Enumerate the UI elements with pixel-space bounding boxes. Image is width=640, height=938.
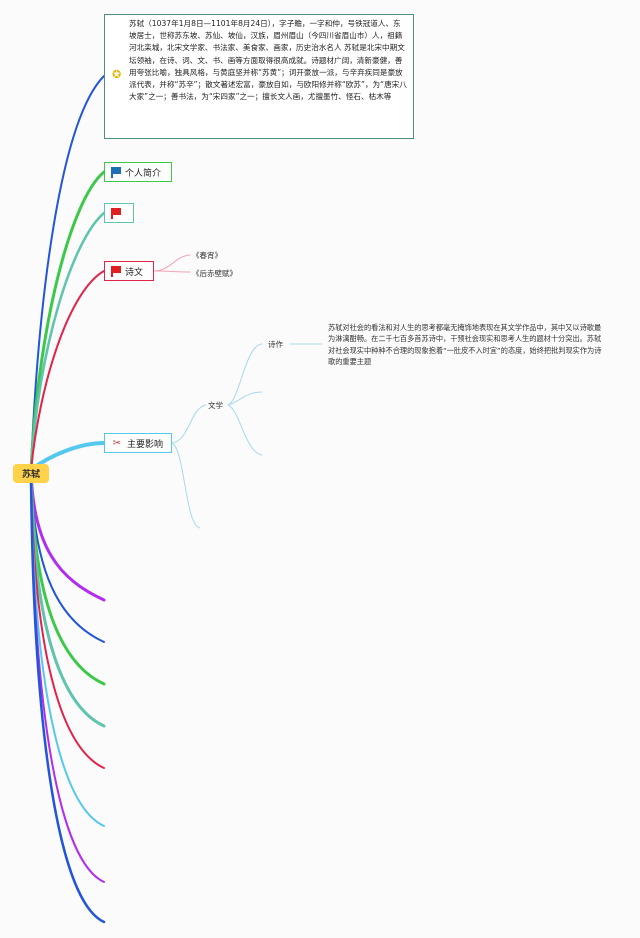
link-poem-1 — [153, 254, 191, 272]
link-lit-3 — [227, 404, 263, 456]
poem-houchibifu[interactable]: 《后赤壁赋》 — [192, 269, 237, 278]
topic-influence[interactable]: ✂ 主要影响 — [104, 433, 172, 453]
link-literature — [171, 404, 207, 444]
link-lit-2 — [227, 391, 263, 406]
intro-text: 苏轼（1037年1月8日—1101年8月24日），字子瞻，一字和仲，号铁冠道人、… — [129, 19, 407, 102]
link-influence-2 — [171, 442, 201, 529]
intro-topic[interactable]: ✪ 苏轼（1037年1月8日—1101年8月24日），字子瞻，一字和仲，号铁冠道… — [104, 14, 414, 139]
link-poem-2 — [153, 270, 191, 273]
topic-poems-label: 诗文 — [125, 267, 144, 278]
topic-poems[interactable]: 诗文 — [104, 261, 154, 281]
branch-empty-2 — [30, 469, 105, 643]
topic-empty[interactable] — [104, 203, 134, 223]
link-poetry — [227, 343, 263, 406]
subtopic-poetry[interactable]: 诗作 — [268, 340, 283, 349]
branch-poems — [30, 270, 105, 471]
branch-empty-8 — [29, 468, 106, 924]
branch-empty — [29, 211, 106, 472]
subtopic-literature[interactable]: 文学 — [208, 401, 223, 410]
topic-profile[interactable]: 个人简介 — [104, 162, 172, 182]
topic-profile-label: 个人简介 — [125, 168, 162, 179]
branch-intro — [30, 75, 105, 471]
award-icon: ✪ — [112, 68, 122, 81]
poetry-description: 苏轼对社会的看法和对人生的思考都毫无掩饰地表现在其文学作品中，其中又以诗歌最为淋… — [328, 323, 602, 367]
flag-icon — [111, 208, 121, 219]
root-topic[interactable]: 苏轼 — [13, 464, 49, 483]
tools-icon: ✂ — [112, 437, 122, 449]
topic-influence-label: 主要影响 — [127, 439, 164, 450]
flag-icon — [111, 266, 121, 277]
flag-icon — [111, 167, 121, 178]
poem-chunxiao[interactable]: 《春宵》 — [192, 251, 222, 260]
